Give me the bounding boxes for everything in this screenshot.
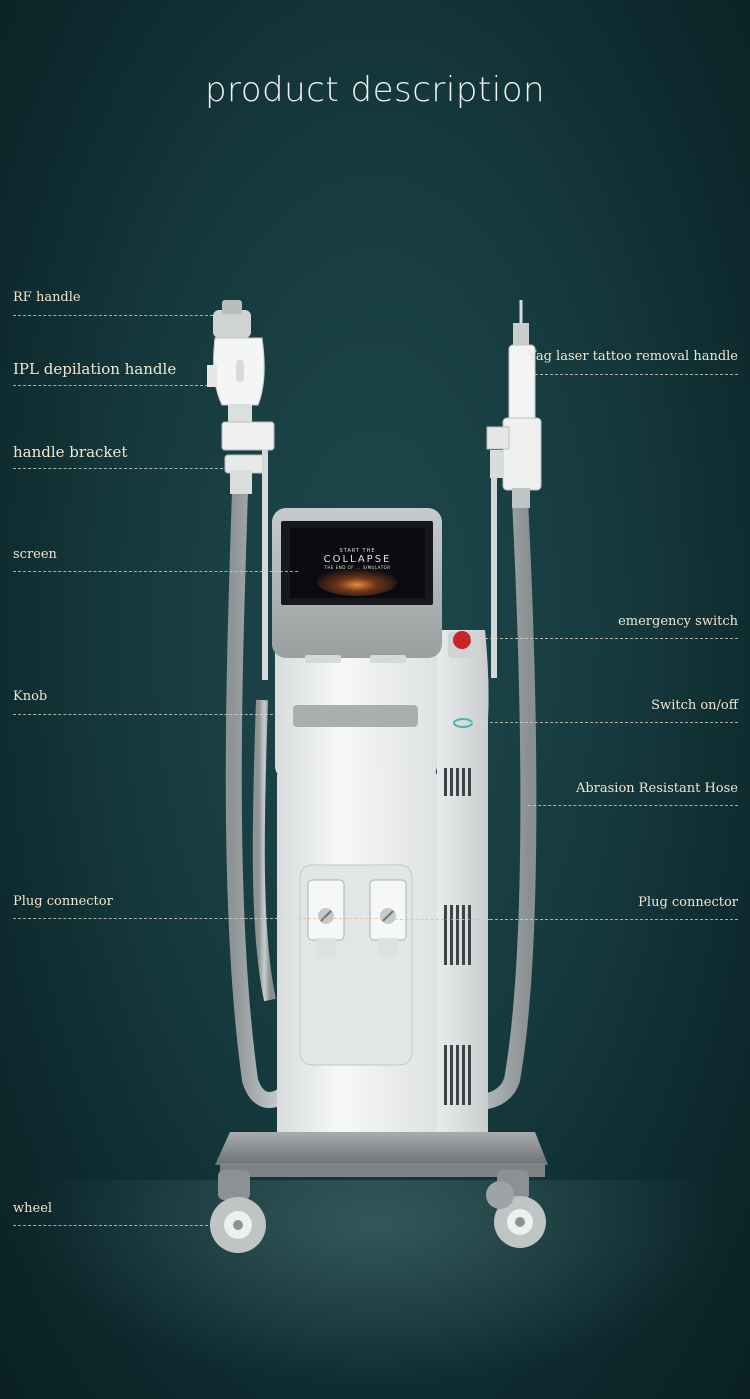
leader-switch-onoff: [470, 722, 738, 723]
leader-handle-bracket: [13, 468, 223, 469]
leader-wheel: [13, 1225, 213, 1226]
label-handle-bracket: handle bracket: [13, 443, 128, 461]
leader-plug-connector-left-inner: [303, 918, 383, 919]
label-switch-onoff: Switch on/off: [651, 698, 738, 713]
leader-plug-connector-left: [13, 918, 303, 919]
page-title: product description: [204, 70, 546, 110]
label-emergency-switch: emergency switch: [618, 614, 738, 629]
leader-knob: [13, 714, 293, 715]
label-knob: Knob: [13, 689, 48, 704]
label-plug-connector-left: Plug connector: [13, 894, 113, 909]
leader-ipl-handle: [13, 385, 208, 386]
label-hose: Abrasion Resistant Hose: [575, 781, 738, 796]
leader-yag-handle: [535, 374, 738, 375]
label-rf-handle: RF handle: [13, 290, 81, 305]
label-screen: screen: [13, 547, 57, 562]
leader-screen: [13, 571, 298, 572]
label-yag-handle: Yag laser tattoo removal handle: [528, 349, 738, 364]
leader-emergency-switch: [470, 638, 738, 639]
leader-plug-connector-right: [490, 919, 738, 920]
leader-rf-handle: [13, 315, 213, 316]
leader-hose: [528, 805, 738, 806]
leader-plug-connector-right-inner: [395, 919, 490, 920]
label-wheel: wheel: [13, 1201, 53, 1216]
floor-glow: [0, 1180, 750, 1399]
label-plug-connector-right: Plug connector: [638, 895, 738, 910]
label-ipl-handle: IPL depilation handle: [13, 360, 177, 378]
